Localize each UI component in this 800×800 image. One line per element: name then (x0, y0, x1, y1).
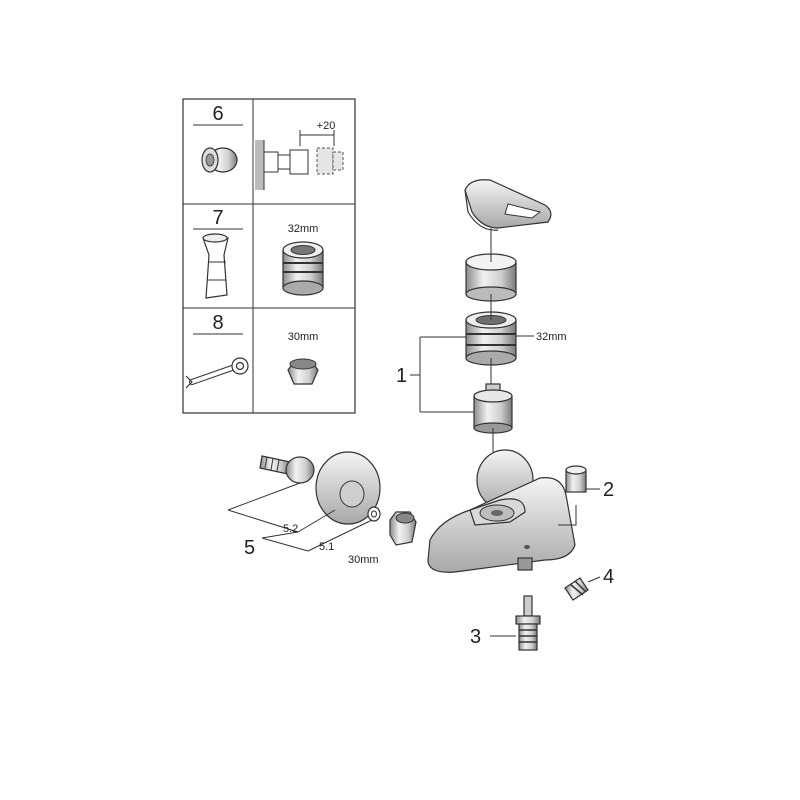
tool-row-8: 8 30mm (185, 312, 319, 389)
cartridge-tool-icon (202, 233, 229, 299)
cartridge-nut-icon (282, 241, 324, 296)
callout-label-3: 3 (470, 626, 481, 648)
callout-label-4: 4 (603, 566, 614, 588)
tool-row-6: 6 +20 (193, 103, 344, 190)
callout-5: 5 5.2 5.1 (227, 482, 373, 559)
mixer-body (427, 449, 576, 573)
callout-label-5: 5 (244, 537, 255, 559)
callout-1: 1 (396, 336, 474, 413)
bonnet-nut-size-label: 32mm (536, 331, 567, 343)
s-union-connector (259, 455, 315, 484)
aerator-part-4: 4 (564, 566, 614, 601)
callout-label-5-1: 5.1 (319, 541, 334, 553)
callout-label-5-2: 5.2 (283, 523, 298, 535)
diverter-part-3: 3 (470, 595, 541, 651)
cartridge-nut-tool-size: 32mm (288, 223, 319, 235)
washer (367, 506, 381, 522)
callout-label-2: 2 (603, 479, 614, 501)
tool-number-7: 7 (212, 207, 223, 229)
nut-tool-size: 30mm (288, 331, 319, 343)
tools-table: 6 +20 (182, 98, 356, 414)
cap-part-2: 2 (558, 465, 614, 526)
tool-row-7: 7 32mm (193, 207, 324, 299)
wall-rosette (315, 451, 381, 525)
hex-nut-icon (287, 358, 319, 385)
callout-label-1: 1 (396, 365, 407, 387)
wrench-icon (185, 357, 249, 389)
wall-extension-sketch-icon (255, 130, 344, 190)
extension-dimension: +20 (317, 120, 336, 132)
cartridge (473, 383, 513, 434)
handle-lever (464, 179, 552, 231)
tool-number-8: 8 (212, 312, 223, 334)
connection-nut-size-label: 30mm (348, 554, 379, 566)
connection-nut-30mm (389, 511, 417, 546)
tool-number-6: 6 (212, 103, 223, 125)
extension-adapter-icon (201, 147, 238, 173)
